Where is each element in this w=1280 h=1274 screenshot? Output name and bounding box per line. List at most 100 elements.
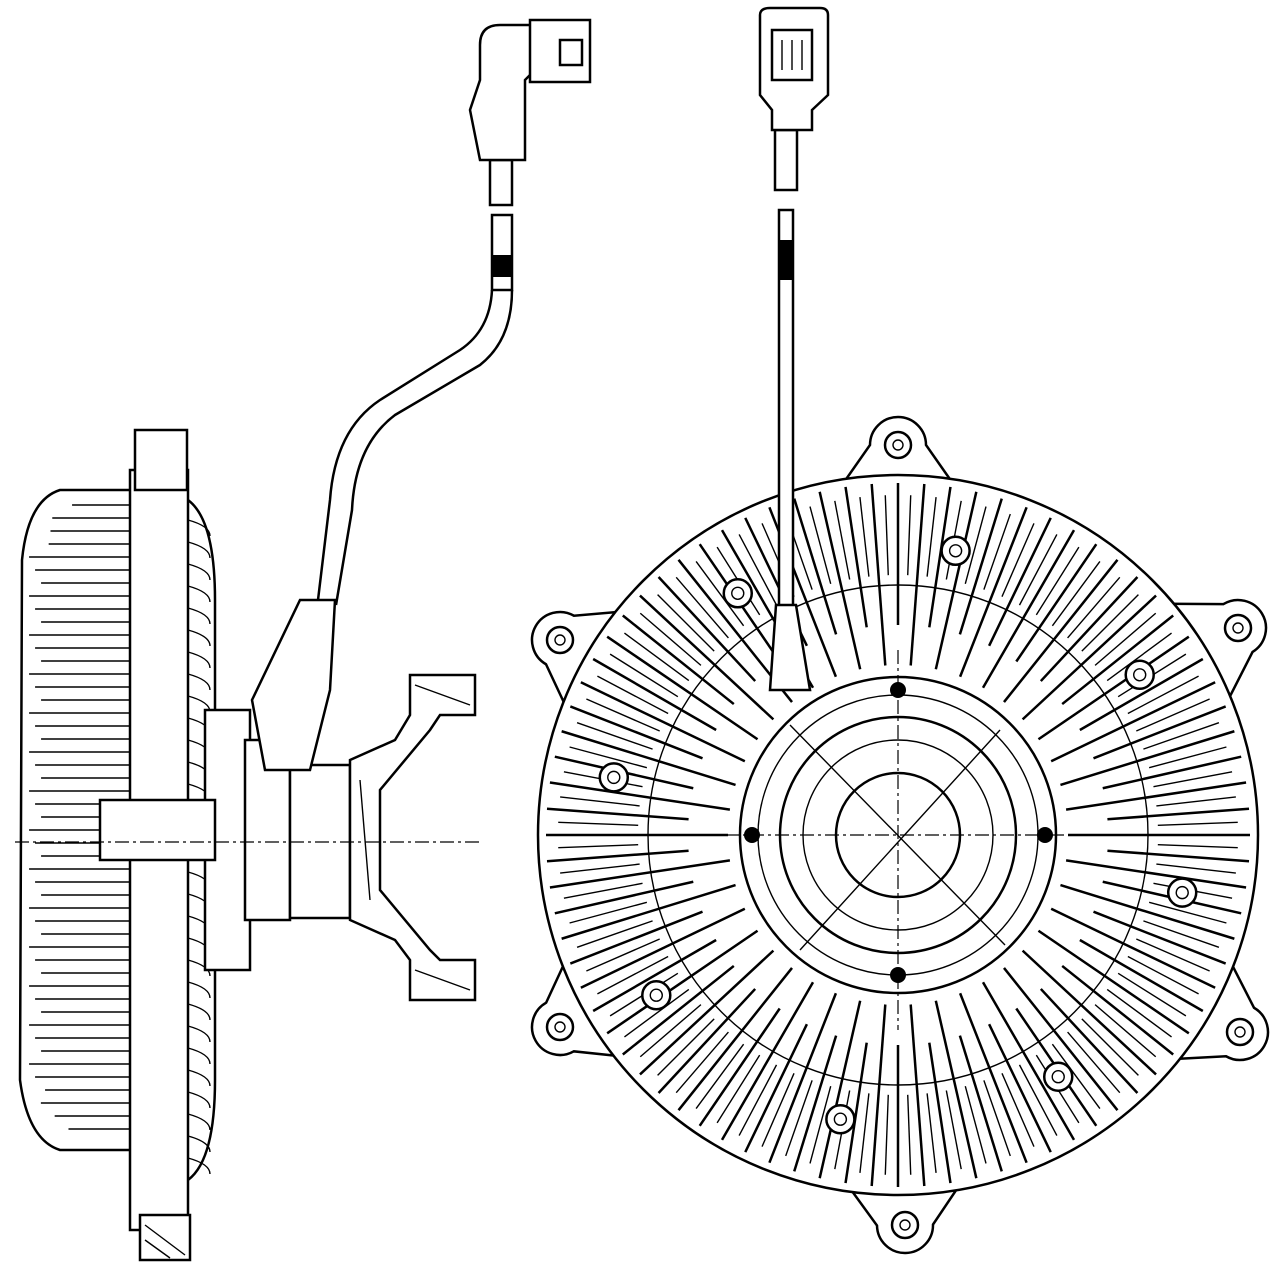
rotor-fin <box>187 541 211 559</box>
sensor-cable <box>316 289 494 601</box>
rotor-fin <box>187 1157 211 1175</box>
rotor-fin <box>187 585 211 603</box>
lug-hole-center <box>899 1219 911 1231</box>
fin-groove <box>639 1004 702 1058</box>
hub-screw <box>744 827 760 843</box>
radial-fin <box>909 1004 926 1187</box>
lug-hole-center <box>892 439 904 451</box>
radial-fin <box>934 1000 978 1179</box>
lug-hole <box>545 1012 575 1042</box>
cable-band-front <box>779 240 793 280</box>
fin-groove <box>964 1085 987 1164</box>
fin-groove <box>569 901 648 924</box>
bolt <box>825 1103 856 1135</box>
lug-hole-center <box>1234 1026 1246 1038</box>
rotor-fin <box>187 673 211 691</box>
side-fin-outline <box>18 488 140 1152</box>
rotor-fin <box>187 1113 211 1131</box>
radial-fin <box>606 929 759 1035</box>
fin-groove <box>624 988 690 1038</box>
fin-groove <box>569 746 648 769</box>
fin-groove <box>738 534 778 606</box>
fin-groove <box>695 1043 745 1109</box>
fin-groove <box>926 497 937 577</box>
radial-fin <box>720 981 815 1141</box>
fin-groove <box>1136 938 1210 972</box>
front-cooling-fins <box>546 483 1250 1187</box>
lug-hole <box>1223 613 1253 643</box>
radial-fin <box>622 964 735 1056</box>
fin-groove <box>1094 612 1157 666</box>
fin-groove <box>1081 594 1139 652</box>
lug-hole-center <box>554 634 566 646</box>
radial-fin <box>1037 635 1190 741</box>
fin-groove <box>597 955 669 995</box>
fin-groove <box>738 1064 778 1136</box>
bolts <box>598 535 1198 1135</box>
fin-groove <box>1106 632 1172 682</box>
radial-fin <box>958 992 1028 1164</box>
radial-fin <box>987 1023 1052 1153</box>
fin-groove <box>809 1085 832 1164</box>
fin-groove <box>834 500 851 580</box>
radial-fin <box>1003 559 1119 703</box>
fin-groove <box>1127 955 1199 995</box>
bolt-center <box>731 586 745 600</box>
fin-groove <box>945 1090 962 1170</box>
radial-fin <box>1037 929 1190 1035</box>
fin-groove <box>1051 561 1101 627</box>
fin-groove <box>1143 722 1220 750</box>
flange-lug-top <box>133 428 189 492</box>
radial-fin <box>793 1035 838 1172</box>
radial-fin <box>698 1007 781 1127</box>
bolt <box>722 578 754 609</box>
fin-groove <box>597 675 669 715</box>
radial-fin <box>981 529 1076 689</box>
radial-fin <box>1003 967 1119 1111</box>
radial-fin <box>561 883 736 940</box>
fin-groove <box>907 1094 912 1175</box>
radial-fin <box>1050 907 1216 989</box>
fin-groove <box>1136 698 1210 732</box>
fin-groove <box>1067 576 1121 639</box>
radial-fin <box>870 1004 887 1187</box>
fin-groove <box>576 920 653 948</box>
bolt-center <box>1133 668 1147 682</box>
fin-groove <box>859 497 870 577</box>
fin-groove <box>639 612 702 666</box>
fin-groove <box>1051 1043 1101 1109</box>
fin-groove <box>907 495 912 576</box>
rotor-fin <box>187 651 211 669</box>
radial-fin <box>1060 883 1235 940</box>
radial-fin <box>793 498 838 635</box>
radial-fin <box>561 730 736 787</box>
radial-fin <box>1021 949 1157 1076</box>
bolt <box>641 979 672 1011</box>
fin-groove <box>1035 546 1080 616</box>
radial-fin <box>981 981 1076 1141</box>
radial-fin <box>569 910 703 965</box>
center-shaft <box>98 798 217 862</box>
radial-fin <box>554 880 694 915</box>
fin-groove <box>560 863 640 874</box>
radial-fin <box>870 483 887 666</box>
radial-fin <box>549 781 731 811</box>
radial-fin <box>580 907 746 989</box>
radial-fin <box>958 1035 1003 1172</box>
radial-fin <box>657 576 757 682</box>
radial-fin <box>844 486 868 628</box>
rotor-fin <box>187 1025 211 1043</box>
radial-fin <box>818 491 862 670</box>
radial-fin <box>622 614 735 706</box>
fin-groove <box>1067 1031 1121 1094</box>
bolt-center <box>607 770 621 785</box>
radial-fin <box>677 967 793 1111</box>
drive-yoke <box>348 673 477 1002</box>
radial-fin <box>639 594 775 721</box>
radial-fin <box>657 988 757 1094</box>
radial-fin <box>987 517 1052 647</box>
radial-fin <box>569 705 703 760</box>
rotor-fin <box>187 563 211 581</box>
bolt-center <box>1051 1070 1065 1084</box>
bolt <box>598 762 630 793</box>
